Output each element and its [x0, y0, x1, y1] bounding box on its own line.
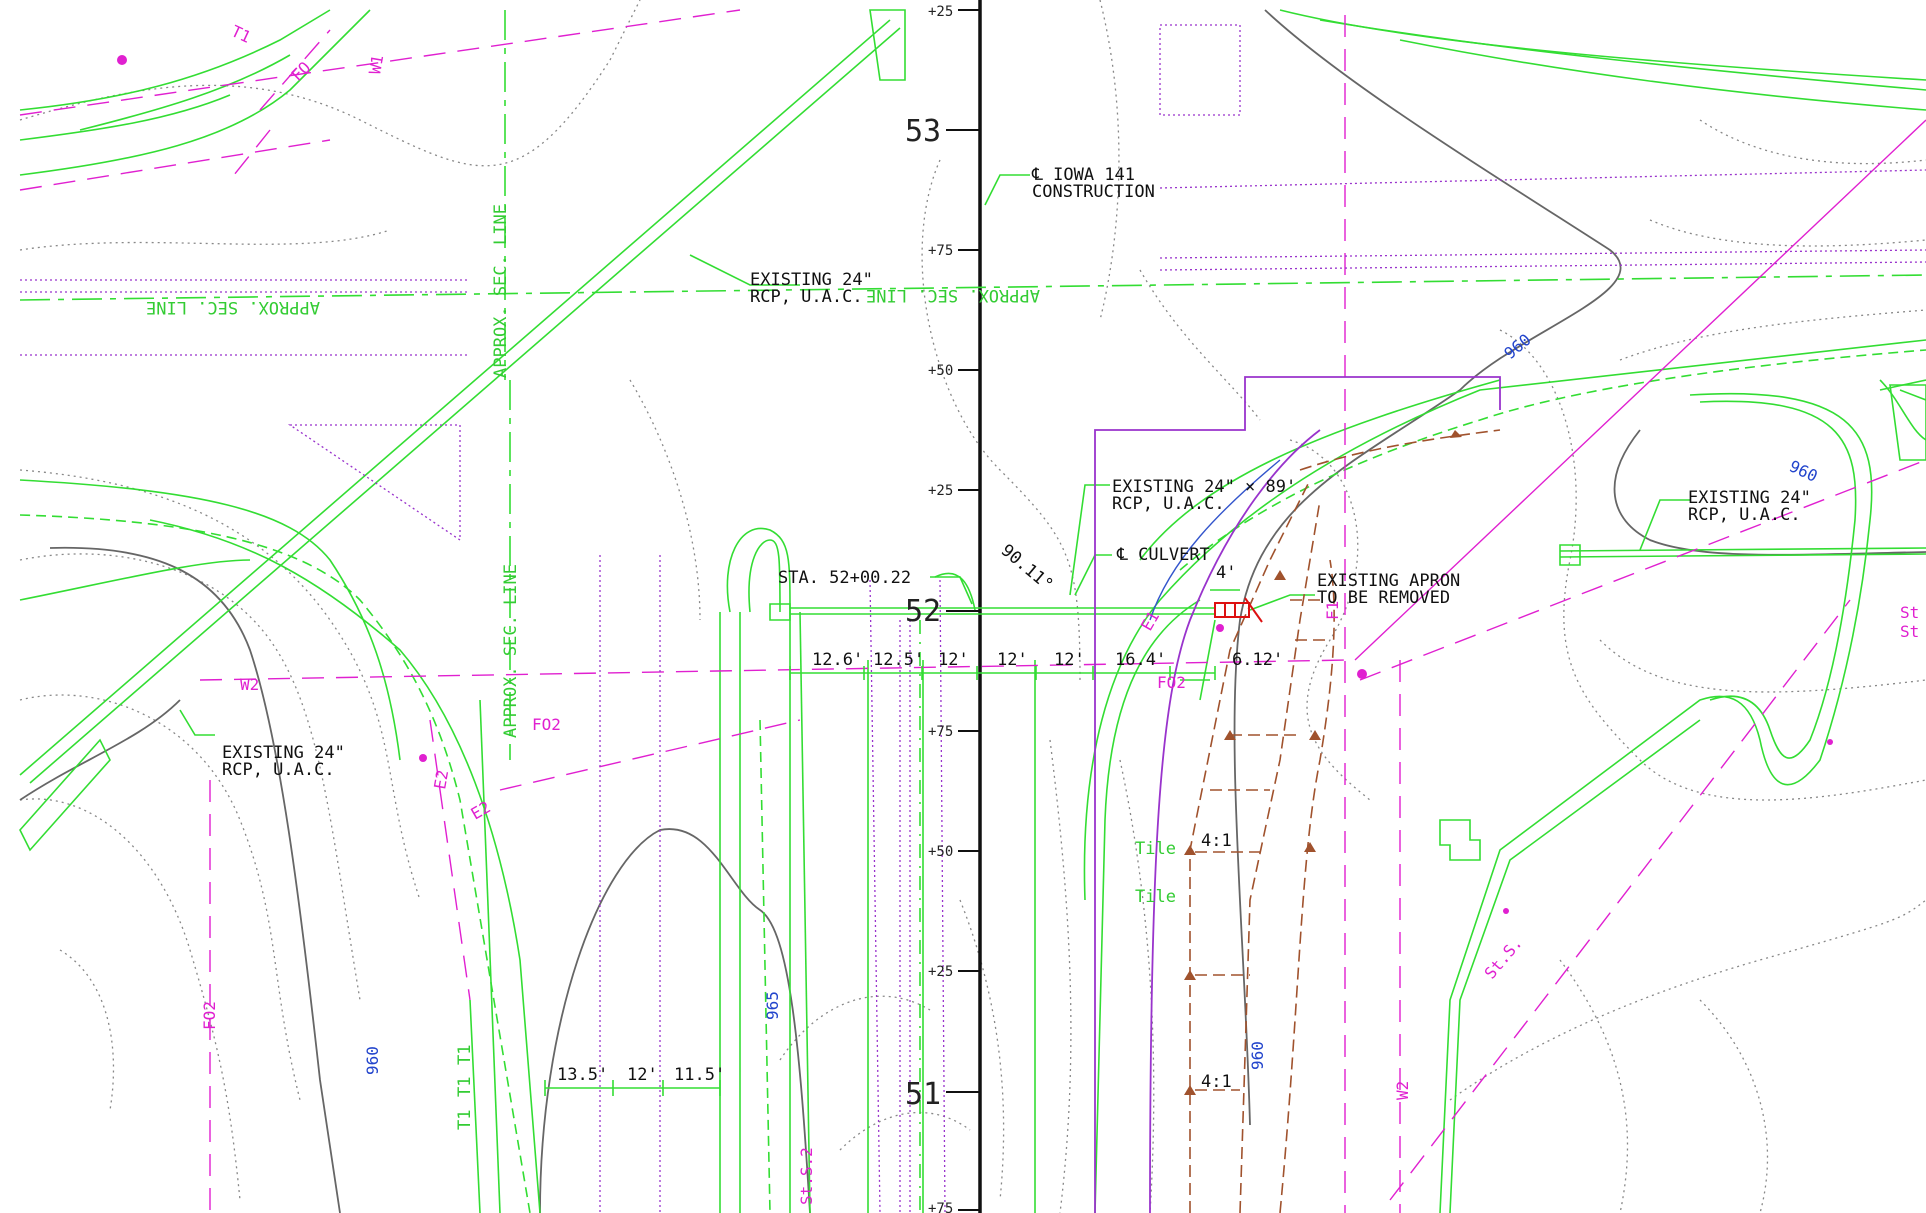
dim-6-12: 6.12'	[1232, 650, 1283, 670]
proposed-grading	[1189, 429, 1501, 1213]
dimension-ticks	[544, 666, 1216, 1096]
dim-11-5: 11.5'	[674, 1065, 725, 1085]
utility-line-solid	[1354, 119, 1926, 661]
station-plus25-c: +25	[928, 964, 953, 980]
dim-4: 4'	[1216, 563, 1236, 583]
dim-12-c: 12'	[1054, 650, 1085, 670]
tag-e2-a: E2	[430, 768, 452, 790]
existing-rcp-2-line1: EXISTING 24"	[1688, 488, 1811, 508]
station-plus50-b: +50	[928, 844, 953, 860]
approx-sec-line-h1: APPROX. SEC. LINE	[146, 297, 320, 317]
station-plus75-a: +75	[928, 243, 953, 259]
station-labels: 53 52 51 +25 +75 +50 +25 +75 +50 +25 +75	[905, 4, 953, 1213]
tag-st-right-b: St	[1900, 603, 1919, 622]
tag-tile-a: Tile	[1135, 839, 1176, 859]
green-linework	[19, 9, 1926, 1213]
existing-rcp-3-line1: EXISTING 24"	[222, 743, 345, 763]
contour-965: 965	[763, 991, 782, 1020]
existing-rcp-2-line2: RCP, U.A.C.	[1688, 505, 1801, 525]
tag-w1: W1	[365, 53, 387, 75]
contour-960-c: 960	[363, 1046, 382, 1075]
dim-16-4: 16.4'	[1115, 650, 1166, 670]
station-plus25-a: +25	[928, 4, 953, 20]
station-53: 53	[905, 114, 941, 149]
contour-960-d: 960	[1248, 1041, 1267, 1070]
blue-lines	[1149, 459, 1281, 621]
existing-rcp-1-line2: RCP, U.A.C.	[750, 287, 863, 307]
existing-rcp-3-line2: RCP, U.A.C.	[222, 760, 335, 780]
approx-sec-line-h2: APPROX. SEC. LINE	[866, 285, 1040, 305]
tag-t1-a: T1	[455, 1045, 475, 1065]
centerline-culvert-label: ℄ CULVERT	[1116, 545, 1210, 565]
row-lines	[20, 24, 1926, 1213]
existing-24x89-line2: RCP, U.A.C.	[1112, 494, 1225, 514]
tag-st-right-a: St	[1900, 622, 1919, 641]
existing-apron-line2: TO BE REMOVED	[1317, 588, 1450, 608]
tag-fo2-c: FO2	[200, 1001, 219, 1030]
tag-w2-b: W2	[1393, 1081, 1412, 1100]
construction-label: CONSTRUCTION	[1032, 182, 1155, 202]
station-52: 52	[905, 594, 941, 629]
grading-arrows	[1184, 430, 1462, 1095]
tag-w2-a: W2	[240, 675, 259, 694]
station-plus25-b: +25	[928, 483, 953, 499]
tag-t1-c: T1	[455, 1110, 475, 1130]
tag-st-s2: St.S.2	[797, 1147, 816, 1205]
centerline-iowa-141	[946, 0, 982, 1213]
annotations: ℄ IOWA 141 CONSTRUCTION EXISTING 24" RCP…	[146, 165, 1811, 1092]
dim-12-d: 12'	[627, 1065, 658, 1085]
existing-24x89-line1: EXISTING 24" × 89'	[1112, 477, 1296, 497]
dim-12-6: 12.6'	[812, 650, 863, 670]
dimension-labels: 12.6' 12.5' 12' 12' 12' 16.4' 6.12' 4' 1…	[557, 563, 1283, 1085]
existing-contours	[19, 0, 1926, 1213]
dim-12-b: 12'	[997, 650, 1028, 670]
centerline-iowa-label: ℄ IOWA 141	[1031, 165, 1135, 185]
dim-12-5: 12.5'	[873, 650, 924, 670]
dim-12-a: 12'	[938, 650, 969, 670]
approx-sec-line-v2: APPROX. SEC. LINE	[501, 564, 521, 738]
property-line	[1094, 376, 1501, 1213]
utility-markers	[117, 55, 1833, 914]
tag-fo2-b: FO2	[1157, 673, 1186, 692]
tag-tile-b: Tile	[1135, 887, 1176, 907]
station-plus75-c: +75	[928, 1201, 953, 1213]
tag-t1-b: T1	[455, 1077, 475, 1097]
station-callout: STA. 52+00.22	[778, 568, 911, 588]
existing-rcp-1-line1: EXISTING 24"	[750, 270, 873, 290]
dim-13-5: 13.5'	[557, 1065, 608, 1085]
index-contours	[19, 9, 1926, 1213]
tag-fo2-a: FO2	[532, 715, 561, 734]
station-plus75-b: +75	[928, 724, 953, 740]
approx-sec-line-v1: APPROX. SEC. LINE	[491, 204, 511, 378]
slope-label-1: 4:1	[1201, 831, 1232, 851]
station-51: 51	[905, 1077, 941, 1112]
apron-to-remove	[1214, 597, 1263, 623]
existing-apron-line1: EXISTING APRON	[1317, 571, 1460, 591]
utility-lines	[19, 9, 1926, 1213]
station-plus50-a: +50	[928, 363, 953, 379]
slope-label-2: 4:1	[1201, 1072, 1232, 1092]
tag-f1: F1	[1323, 601, 1342, 620]
